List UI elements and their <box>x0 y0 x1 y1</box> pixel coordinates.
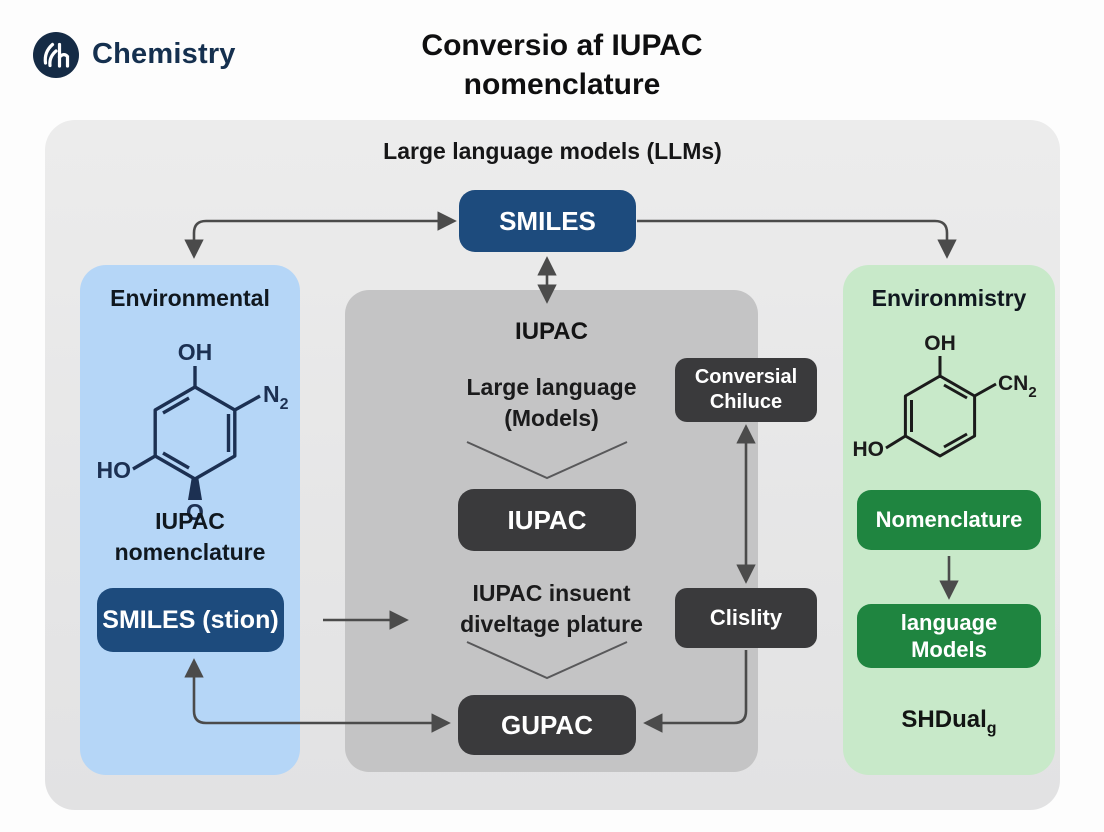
svg-text:CN2: CN2 <box>998 372 1037 401</box>
right-panel-caption: SHDualg <box>843 706 1055 738</box>
center-text-block-1: Large language (Models) <box>345 372 758 434</box>
chemistry-logo-icon <box>33 32 79 78</box>
language-models-line2: Models <box>911 637 987 662</box>
right-panel-title: Environmistry <box>871 285 1027 311</box>
smiles-stion-node[interactable]: SMILES (stion) <box>97 588 284 652</box>
center-text-block-2: IUPAC insuent diveltage plature <box>345 578 758 640</box>
left-panel-title: Environmental <box>110 285 270 311</box>
nomenclature-node[interactable]: Nomenclature <box>857 490 1041 550</box>
smiles-node[interactable]: SMILES <box>459 190 636 252</box>
left-panel-caption: IUPAC nomenclature <box>80 506 300 568</box>
left-molecule-o-label: O <box>186 499 204 522</box>
center-text-1-line1: Large language <box>466 374 637 400</box>
page-title-line2: nomenclature <box>463 68 661 101</box>
left-molecule-n-sub: 2 <box>280 396 289 413</box>
center-text-2-line1: IUPAC insuent <box>472 580 631 606</box>
right-molecule-ho-label: HO <box>853 438 885 461</box>
conversial-chiluce-node[interactable]: Conversial Chiluce <box>675 358 817 422</box>
left-caption-line1: IUPAC <box>155 508 225 534</box>
conversial-chiluce-label: Conversial Chiluce <box>695 365 797 415</box>
language-models-label: language Models <box>901 609 998 663</box>
conversial-line1: Conversial <box>694 366 798 388</box>
right-molecule-cn-label: CN <box>998 372 1028 395</box>
right-caption-sub: g <box>986 719 997 737</box>
conversial-line2: Chiluce <box>709 391 783 413</box>
page-title: Conversio af IUPAC nomenclature <box>312 26 812 104</box>
right-caption-main: SHDual <box>901 706 987 733</box>
center-panel-title: IUPAC <box>515 318 588 345</box>
clislity-node[interactable]: Clislity <box>675 588 817 648</box>
left-caption-line2: nomenclature <box>114 539 266 565</box>
language-models-node[interactable]: language Models <box>857 604 1041 668</box>
right-molecule-structure: OH CN2 HO <box>853 332 1037 461</box>
chemistry-logo-text: Chemistry <box>92 38 236 70</box>
center-text-1-line2: (Models) <box>504 405 599 431</box>
right-molecule-oh-label: OH <box>924 332 956 355</box>
svg-text:N2: N2 <box>263 381 289 413</box>
right-molecule-cn-sub: 2 <box>1028 384 1036 401</box>
left-molecule-n-label: N <box>263 381 280 407</box>
iupac-node[interactable]: IUPAC <box>458 489 636 551</box>
left-molecule-oh-label: OH <box>178 339 213 365</box>
language-models-line1: language <box>900 610 998 635</box>
center-text-2-line2: diveltage plature <box>460 611 643 637</box>
left-molecule-structure: OH N2 HO O <box>97 339 289 522</box>
page-title-line1: Conversio af IUPAC <box>421 29 703 62</box>
left-molecule-ho-label: HO <box>97 457 132 483</box>
llm-container-header: Large language models (LLMs) <box>383 138 722 164</box>
gupac-node[interactable]: GUPAC <box>458 695 636 755</box>
